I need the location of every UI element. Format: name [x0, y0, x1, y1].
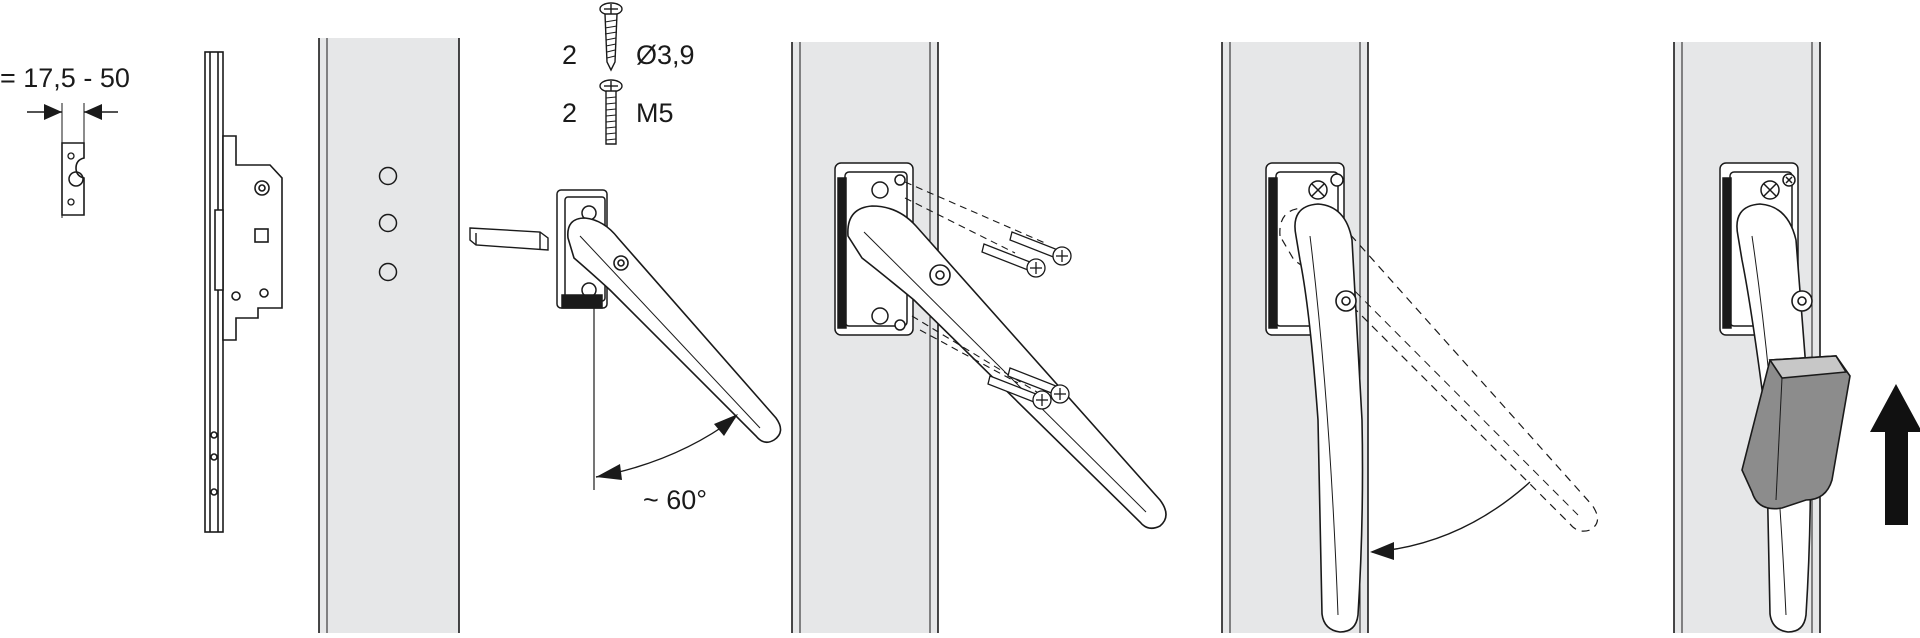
handle-lever: [567, 217, 782, 444]
step-1-dimension: = 17,5 - 50: [0, 63, 130, 218]
screw-size-1: Ø3,9: [636, 40, 695, 70]
screw-size-2: M5: [636, 98, 674, 128]
handle-lever: [1294, 203, 1364, 633]
frame-profile: [792, 42, 938, 633]
step-4-frame: [791, 42, 939, 633]
striker-plate-icon: [61, 142, 85, 216]
machine-screw-icon: [987, 367, 1070, 410]
dimension-label: = 17,5 - 50: [0, 63, 130, 93]
step-5-handle: [1265, 162, 1599, 633]
rotation-arrow: [1370, 542, 1394, 560]
screw-guides: [904, 181, 1046, 398]
step-2-frame: [318, 38, 460, 633]
slide-up-arrow-icon: [1870, 384, 1920, 525]
rotation-arc: [1371, 481, 1531, 553]
step-4-handle: [834, 162, 1167, 530]
angle-arrow-right: [714, 414, 738, 436]
angle-label: ~ 60°: [643, 485, 707, 515]
handle-cover: [1741, 355, 1851, 510]
frame-profile: [319, 38, 459, 633]
drill-hole: [378, 262, 398, 282]
machine-screw-icon: [599, 79, 623, 145]
step-6-handle: [1719, 162, 1920, 633]
wood-screw-icon: [599, 2, 623, 72]
screw-qty-2: 2: [562, 98, 577, 128]
step-3-handle: ~ 60°: [469, 189, 782, 515]
spindle: [469, 227, 549, 251]
drill-hole: [378, 213, 398, 233]
angle-arrow-left: [596, 464, 622, 480]
drill-hole: [378, 166, 398, 186]
dimension-arrow-left: [44, 104, 62, 120]
screws-legend: 2 Ø3,9 2 M5: [562, 2, 695, 145]
espagnolette-bar: [204, 51, 283, 533]
screw-qty-1: 2: [562, 40, 577, 70]
wood-screw-icon: [981, 231, 1072, 278]
dimension-arrow-right: [84, 104, 102, 120]
